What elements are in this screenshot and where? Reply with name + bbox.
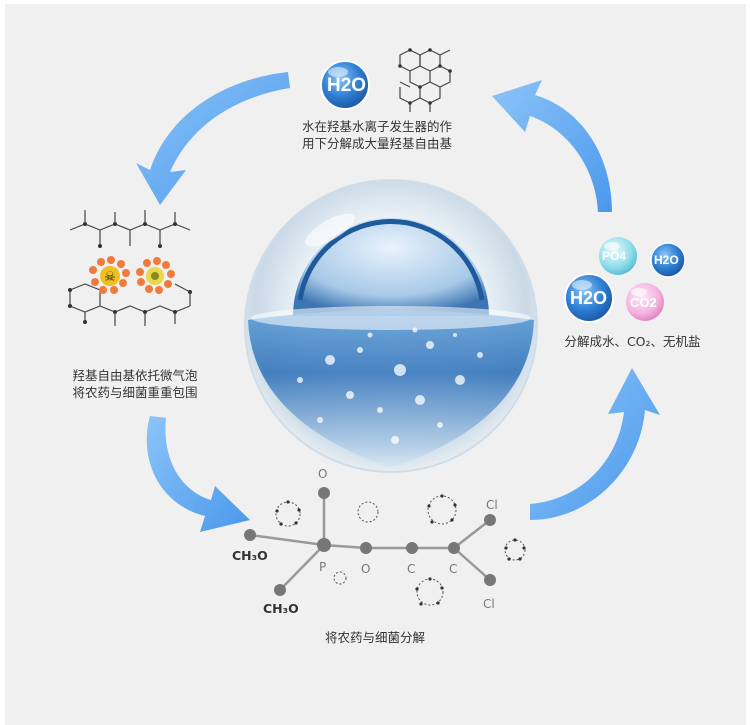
cycle-arrow-bottom-left (146, 416, 250, 532)
caption-top-line2: 用下分解成大量羟基自由基 (301, 136, 452, 151)
caption-left: 羟基自由基依托微气泡 将农药与细菌重重包围 (60, 367, 210, 401)
h2o-bubble-small (650, 242, 686, 278)
h2o-label-top: H2O (327, 75, 367, 96)
ring-nodes (275, 494, 526, 606)
pollutant-cluster-1: ☠ (89, 256, 130, 294)
svg-text:☠: ☠ (104, 270, 116, 285)
molecule-rings (275, 495, 526, 606)
molecule-atoms (244, 487, 496, 596)
pollutant-cluster-2 (136, 257, 175, 294)
lattice-nodes-top (398, 48, 452, 105)
atom-label-c1: C (407, 562, 416, 576)
caption-left-line2: 将农药与细菌重重包围 (72, 385, 198, 400)
lattice-nodes-left (68, 222, 192, 324)
water-sphere (244, 179, 538, 473)
atom-label-o-top: O (318, 467, 328, 481)
po4-bubble (599, 237, 637, 275)
caption-top-line1: 水在羟基水离子发生器的作 (301, 119, 452, 134)
co2-label: CO2 (630, 295, 657, 310)
atom-label-c2: C (449, 562, 458, 576)
cycle-arrow-top-right (492, 80, 612, 212)
co2-bubble (626, 283, 664, 321)
atom-label-cl-top: Cl (486, 498, 498, 512)
atom-label-p: P (319, 560, 327, 574)
caption-top: 水在羟基水离子发生器的作 用下分解成大量羟基自由基 (292, 118, 462, 152)
cycle-arrow-bottom-right (530, 368, 660, 520)
h2o-bubble-top (320, 60, 370, 110)
h2o-label-right: H2O (570, 288, 608, 308)
cycle-arrow-top-left (136, 72, 290, 205)
caption-bottom-line1: 将农药与细菌分解 (324, 630, 425, 645)
atom-label-o-mid: O (361, 562, 371, 576)
caption-left-line1: 羟基自由基依托微气泡 (72, 368, 198, 383)
atom-label-ch3o-b: CH₃O (263, 601, 299, 616)
atom-label-ch3o-a: CH₃O (232, 548, 268, 563)
po4-label: PO4 (602, 249, 627, 263)
hydroxyl-lattice-left (69, 210, 191, 326)
caption-bottom: 将农药与细菌分解 (300, 629, 450, 646)
h2o-label-small: H2O (654, 253, 679, 267)
hydroxyl-lattice-top (399, 49, 451, 112)
atom-label-cl-bottom: Cl (483, 597, 495, 611)
h2o-bubble-right (564, 273, 614, 323)
caption-right: 分解成水、CO₂、无机盐 (545, 333, 720, 350)
caption-right-line1: 分解成水、CO₂、无机盐 (564, 334, 701, 349)
pesticide-molecule (249, 493, 491, 591)
